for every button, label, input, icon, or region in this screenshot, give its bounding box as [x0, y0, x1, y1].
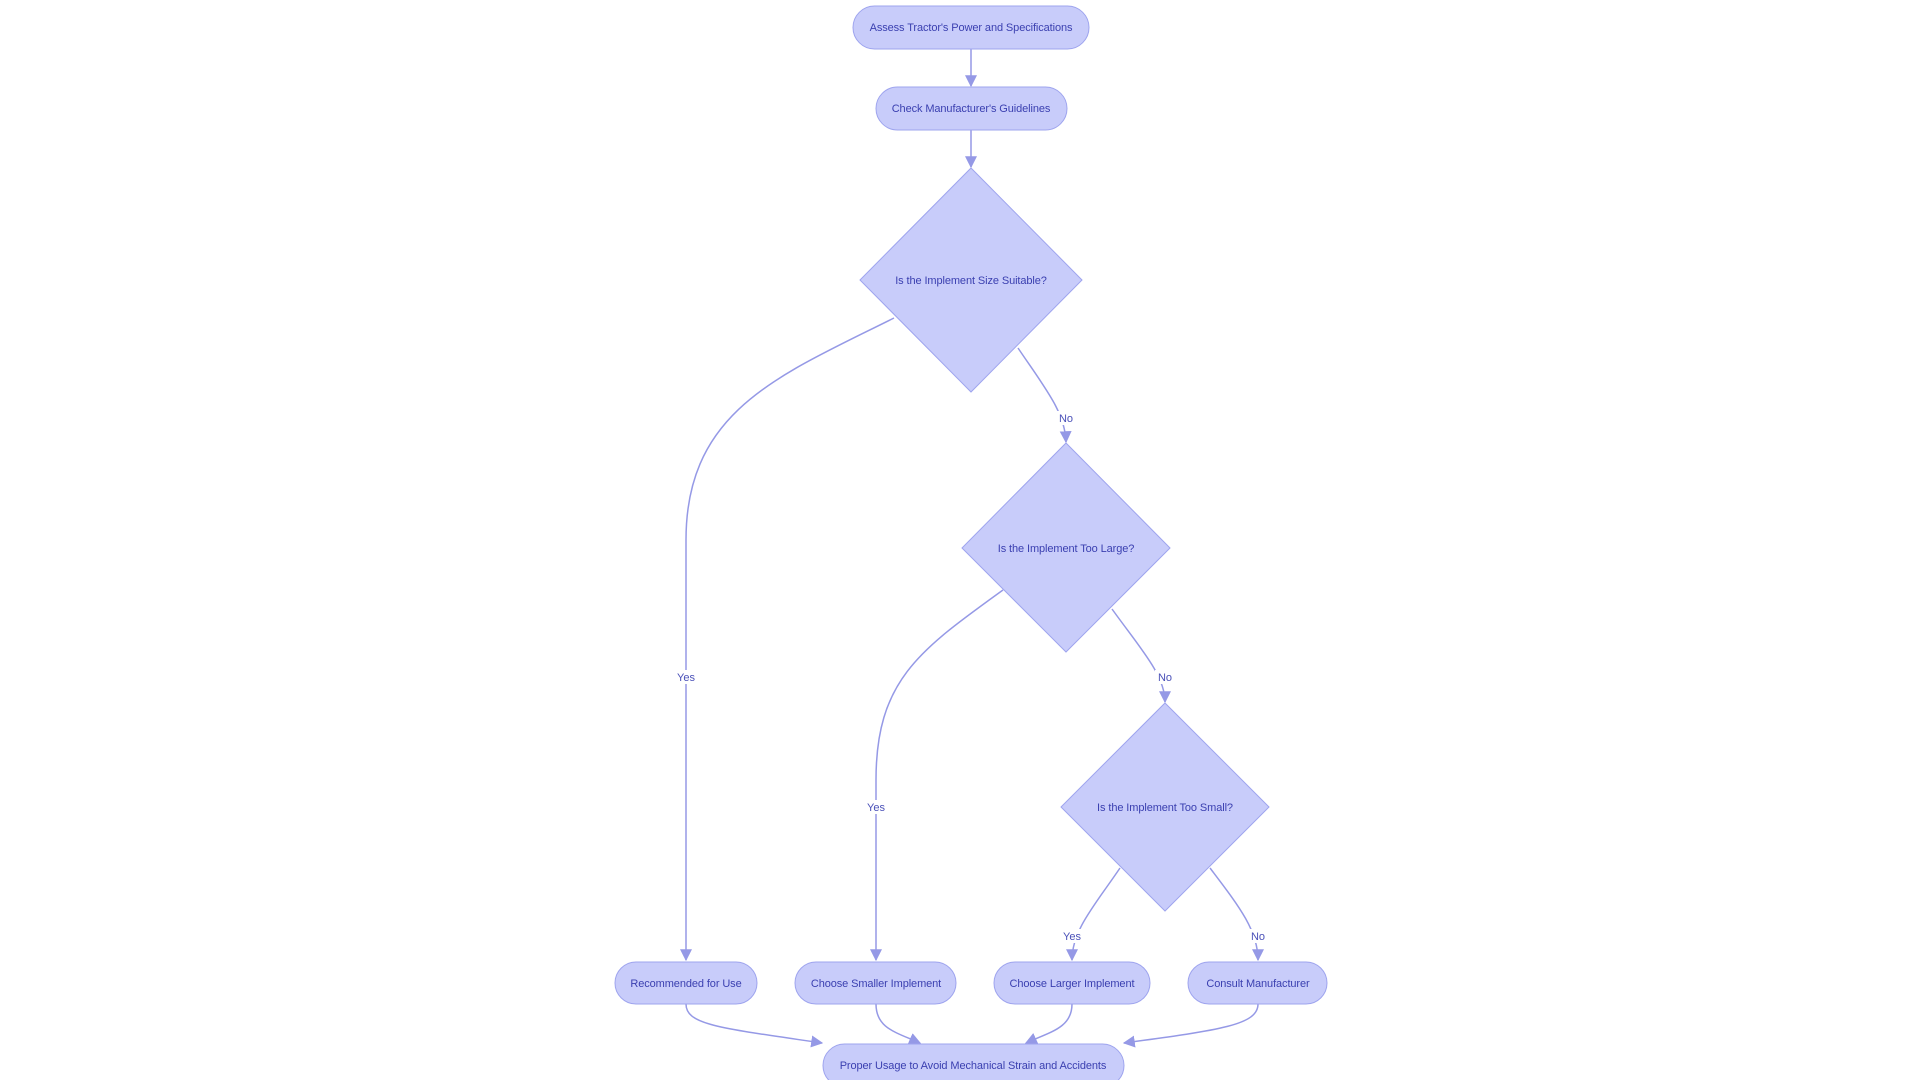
node-label: Is the Implement Too Small? — [1097, 802, 1233, 814]
node-label: Proper Usage to Avoid Mechanical Strain … — [840, 1060, 1107, 1072]
edge-too-small-to-consult — [1209, 867, 1264, 962]
edge-larger-to-proper — [1024, 1003, 1073, 1044]
nodes: Assess Tractor's Power and Specification… — [614, 5, 1328, 1080]
edge-label-too-small-no: No — [1248, 929, 1268, 943]
node-consult-manufacturer[interactable]: Consult Manufacturer — [1187, 961, 1328, 1005]
edge-label-text: Yes — [1063, 931, 1081, 943]
node-choose-smaller[interactable]: Choose Smaller Implement — [794, 961, 957, 1005]
node-recommended-for-use[interactable]: Recommended for Use — [614, 961, 758, 1005]
edge-too-large-to-smaller — [870, 589, 1004, 962]
edges — [680, 49, 1264, 1048]
edge-smaller-to-proper — [875, 1003, 922, 1045]
node-label: Is the Implement Size Suitable? — [895, 275, 1047, 287]
edge-label-text: No — [1158, 672, 1172, 684]
edge-label-suitable-no: No — [1056, 411, 1076, 425]
edge-label-too-large-no: No — [1155, 670, 1175, 684]
edge-label-too-small-yes: Yes — [1060, 929, 1084, 943]
edge-labels: Yes No Yes No Yes No — [674, 411, 1268, 943]
node-proper-usage[interactable]: Proper Usage to Avoid Mechanical Strain … — [822, 1043, 1125, 1080]
node-label: Check Manufacturer's Guidelines — [892, 103, 1051, 115]
edge-label-suitable-yes: Yes — [674, 670, 698, 684]
node-too-large-decision[interactable]: Is the Implement Too Large? — [961, 442, 1171, 653]
node-label: Is the Implement Too Large? — [998, 543, 1135, 555]
edge-label-text: Yes — [677, 672, 695, 684]
edge-consult-to-proper — [1122, 1003, 1259, 1048]
edge-label-too-large-yes: Yes — [864, 800, 888, 814]
node-label: Recommended for Use — [630, 978, 741, 990]
edge-recommended-to-proper — [685, 1003, 824, 1048]
node-check-guidelines[interactable]: Check Manufacturer's Guidelines — [875, 86, 1068, 131]
edge-label-text: Yes — [867, 802, 885, 814]
node-assess-tractor[interactable]: Assess Tractor's Power and Specification… — [852, 5, 1090, 50]
node-label: Assess Tractor's Power and Specification… — [870, 22, 1073, 34]
edge-suitable-to-too-large — [1017, 347, 1072, 444]
node-label: Consult Manufacturer — [1206, 978, 1310, 990]
edge-too-small-to-larger — [1066, 867, 1121, 962]
edge-label-text: No — [1251, 931, 1265, 943]
edge-label-text: No — [1059, 413, 1073, 425]
edge-suitable-to-recommended — [680, 317, 895, 962]
node-too-small-decision[interactable]: Is the Implement Too Small? — [1060, 702, 1270, 912]
node-size-suitable-decision[interactable]: Is the Implement Size Suitable? — [859, 167, 1083, 393]
node-label: Choose Larger Implement — [1010, 978, 1135, 990]
node-label: Choose Smaller Implement — [811, 978, 941, 990]
node-choose-larger[interactable]: Choose Larger Implement — [993, 961, 1151, 1005]
edge-too-large-to-too-small — [1111, 608, 1171, 704]
